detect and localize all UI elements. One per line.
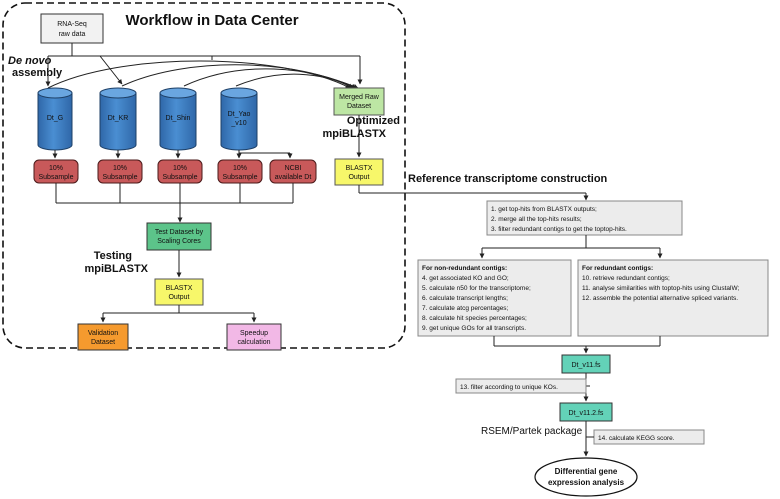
validation-label-1: Validation	[88, 330, 118, 337]
step-9: 9. get unique GOs for all transcripts.	[422, 325, 526, 332]
step-11: 11. analyse similarities with toptop-hit…	[582, 285, 739, 292]
rnaseq-label-2: raw data	[59, 31, 86, 38]
step-5: 5. calculate n50 for the transcriptome;	[422, 285, 531, 292]
merged-label-1: Merged Raw	[339, 94, 380, 101]
deg-label-1: Differential gene	[555, 467, 618, 476]
cylinder-dt-kr: Dt_KR	[99, 87, 137, 151]
cylinder-dt-kr-label: Dt_KR	[108, 115, 129, 122]
speedup-label-2: calculation	[237, 339, 270, 346]
step-12: 12. assemble the potential alternative s…	[582, 295, 738, 302]
subsample-box-1: 10% Subsample	[33, 159, 79, 184]
step-10: 10. retrieve redundant contigs;	[582, 275, 670, 282]
test-label-2: Scaling Cores	[157, 238, 201, 245]
validation-label-2: Dataset	[91, 339, 115, 346]
subsample-box-2: 10% Subsample	[97, 159, 143, 184]
steps-1-3-box: 1. get top-hits from BLASTX outputs; 2. …	[486, 200, 683, 236]
blastx-test-label-1: BLASTX	[166, 285, 193, 292]
dt-v11-box: Dt_v11.fs	[561, 354, 611, 374]
merged-raw-dataset-box: Merged Raw Dataset	[333, 87, 385, 116]
subsample-1-label-1: 10%	[49, 165, 63, 172]
cylinder-dt-shin-label: Dt_Shin	[166, 115, 191, 122]
rnaseq-connectors	[45, 43, 363, 89]
ncbi-label-2: available Dt	[275, 174, 312, 181]
redundant-heading: For redundant contigs:	[582, 265, 653, 272]
rnaseq-label-1: RNA-Seq	[57, 21, 87, 28]
subsample-box-3: 10% Subsample	[157, 159, 203, 184]
subsample-merge-lines	[55, 183, 294, 223]
subsample-1-label-2: Subsample	[38, 174, 73, 181]
deg-label-2: expression analysis	[548, 478, 625, 487]
diagram-title: Workflow in Data Center	[125, 12, 298, 29]
nonredundant-heading: For non-redundant contigs:	[422, 265, 507, 272]
merged-label-2: Dataset	[347, 103, 371, 110]
blastx-test-label-2: Output	[168, 294, 189, 301]
cylinder-to-subsample-arrows	[52, 150, 293, 159]
cylinder-dt-yao-label-2: _v10	[230, 120, 246, 127]
blastx-to-steps-line	[358, 185, 589, 201]
cylinder-dt-g-label: Dt_G	[47, 115, 63, 122]
blastx-opt-label-2: Output	[348, 174, 369, 181]
speedup-label-1: Speedup	[240, 330, 268, 337]
testing-label: Testing	[94, 250, 132, 262]
ncbi-label-1: NCBI	[285, 165, 302, 172]
optimized-label: Optimized	[347, 115, 400, 127]
dt-v11-label: Dt_v11.fs	[571, 362, 601, 369]
blastx-output-box-testing: BLASTX Output	[154, 278, 204, 306]
subsample-4-label-2: Subsample	[222, 174, 257, 181]
testing-mpiblastx-label: mpiBLASTX	[84, 263, 148, 275]
step-6: 6. calculate transcript lengths;	[422, 295, 508, 302]
nonredundant-box: For non-redundant contigs: 4. get associ…	[417, 259, 572, 337]
subsample-box-4: 10% Subsample	[217, 159, 263, 184]
dt-v112-box: Dt_v11.2.fs	[559, 402, 613, 422]
step-7: 7. calculate atcg percentages;	[422, 305, 509, 312]
step-13-box: 13. filter according to unique KOs.	[455, 378, 587, 394]
optimized-mpiblastx-label: mpiBLASTX	[322, 128, 386, 140]
blastx-opt-label-1: BLASTX	[346, 165, 373, 172]
step-4: 4. get associated KO and GO;	[422, 275, 509, 282]
cylinder-dt-shin: Dt_Shin	[159, 87, 197, 151]
ncbi-box: NCBI available Dt	[269, 159, 317, 184]
subsample-3-label-2: Subsample	[162, 174, 197, 181]
test-dataset-box: Test Dataset by Scaling Cores	[146, 222, 212, 251]
step-13: 13. filter according to unique KOs.	[460, 384, 558, 391]
step-8: 8. calculate hit species percentages;	[422, 315, 527, 322]
step-14: 14. calculate KEGG score.	[598, 435, 675, 442]
speedup-calculation-box: Speedup calculation	[226, 323, 282, 351]
blastx-to-results-lines	[100, 305, 257, 323]
de-novo-label: De novo	[8, 55, 52, 67]
reference-construction-label: Reference transcriptome construction	[408, 173, 608, 185]
cylinder-dt-g: Dt_G	[37, 87, 73, 151]
step-14-box: 14. calculate KEGG score.	[593, 429, 705, 445]
redundant-box: For redundant contigs: 10. retrieve redu…	[577, 259, 769, 337]
step-3: 3. filter redundant contigs to get the t…	[491, 226, 627, 233]
rsem-label: RSEM/Partek package	[481, 426, 583, 437]
rnaseq-node: RNA-Seq raw data	[40, 13, 104, 44]
step-2: 2. merge all the top-hits results;	[491, 216, 582, 223]
cylinder-dt-yao: Dt_Yao _v10	[220, 87, 258, 151]
dt-v112-label: Dt_v11.2.fs	[569, 410, 604, 417]
subsample-4-label-1: 10%	[233, 165, 247, 172]
step-1: 1. get top-hits from BLASTX outputs;	[491, 206, 597, 213]
blastx-output-box-optimized: BLASTX Output	[334, 158, 384, 186]
data-center-boundary	[2, 2, 406, 349]
subsample-2-label-1: 10%	[113, 165, 127, 172]
assembly-label: assembly	[12, 67, 63, 79]
differential-expression-ellipse: Differential gene expression analysis	[534, 457, 638, 497]
validation-dataset-box: Validation Dataset	[77, 323, 129, 351]
split-lines	[479, 235, 663, 259]
subsample-3-label-1: 10%	[173, 165, 187, 172]
subsample-2-label-2: Subsample	[102, 174, 137, 181]
test-label-1: Test Dataset by	[155, 229, 204, 236]
cylinder-dt-yao-label-1: Dt_Yao	[228, 111, 251, 118]
merge-to-v11-lines	[493, 336, 661, 354]
